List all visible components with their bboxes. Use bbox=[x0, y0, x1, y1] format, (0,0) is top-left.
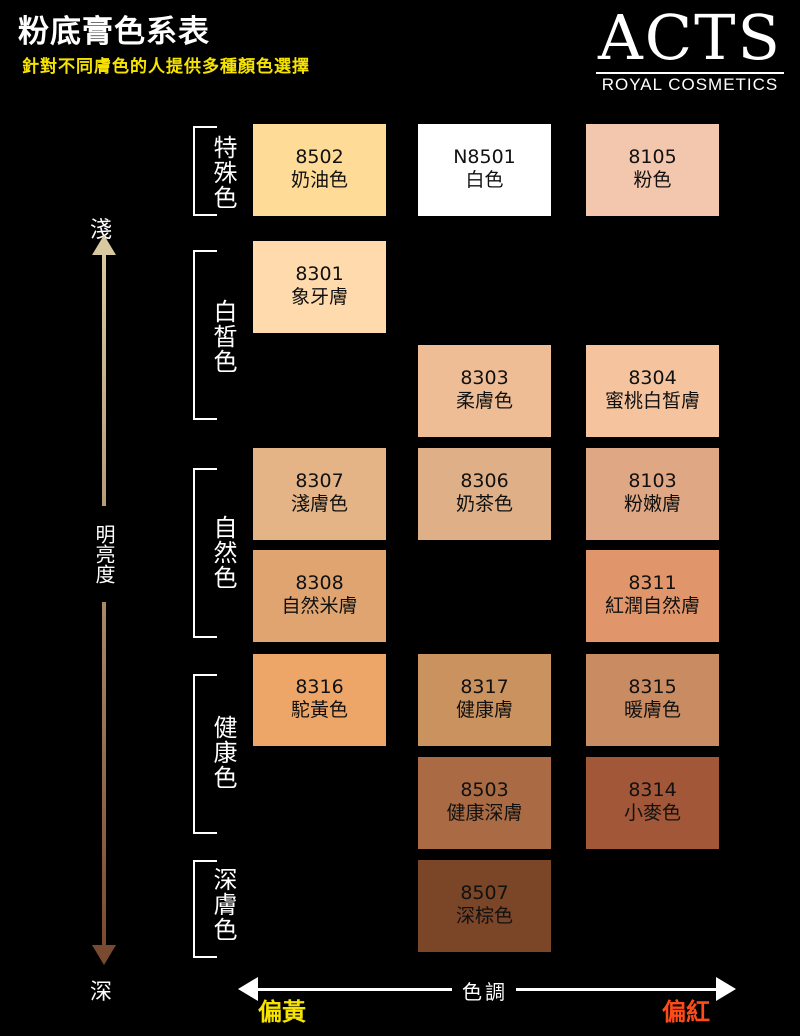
swatch-name: 自然米膚 bbox=[281, 595, 358, 617]
brand-divider bbox=[596, 72, 784, 74]
page-subtitle: 針對不同膚色的人提供多種顏色選擇 bbox=[22, 57, 310, 77]
swatch-name: 健康膚 bbox=[455, 699, 513, 721]
swatch-8306: 8306 奶茶色 bbox=[418, 448, 551, 540]
swatch-name: 淺膚色 bbox=[290, 493, 348, 515]
swatch-code: 8303 bbox=[460, 367, 509, 389]
swatch-name: 小麥色 bbox=[623, 802, 681, 824]
group-label-deep: 深膚色 bbox=[207, 864, 237, 944]
axis-hue-label: 色調 bbox=[462, 980, 508, 1004]
swatch-8304: 8304 蜜桃白皙膚 bbox=[586, 345, 719, 437]
arrow-up-icon bbox=[92, 235, 116, 255]
swatch-code: 8507 bbox=[460, 882, 509, 904]
swatch-code: 8307 bbox=[295, 470, 344, 492]
group-bracket-fair bbox=[193, 250, 217, 420]
swatch-8502: 8502 奶油色 bbox=[253, 124, 386, 216]
group-bracket-special bbox=[193, 126, 217, 216]
group-bracket-deep bbox=[193, 860, 217, 958]
group-label-healthy: 健康色 bbox=[207, 712, 237, 792]
swatch-name: 象牙膚 bbox=[290, 286, 348, 308]
arrow-left-icon bbox=[238, 977, 258, 1001]
swatch-code: 8316 bbox=[295, 676, 344, 698]
arrow-down-icon bbox=[92, 945, 116, 965]
brand-name: ACTS bbox=[597, 1, 783, 74]
swatch-name: 白色 bbox=[465, 169, 504, 191]
group-label-special: 特殊色 bbox=[207, 132, 237, 212]
swatch-code: N8501 bbox=[453, 146, 516, 168]
swatch-code: 8301 bbox=[295, 263, 344, 285]
swatch-code: 8315 bbox=[628, 676, 677, 698]
swatch-code: 8304 bbox=[628, 367, 677, 389]
brand-subtitle: ROYAL COSMETICS bbox=[601, 75, 779, 94]
swatch-8503: 8503 健康深膚 bbox=[418, 757, 551, 849]
swatch-code: 8314 bbox=[628, 779, 677, 801]
axis-brightness-label: 明亮度 bbox=[91, 506, 117, 602]
brand-logo: ACTS ROYAL COSMETICS bbox=[590, 6, 790, 95]
swatch-code: 8503 bbox=[460, 779, 509, 801]
swatch-8303: 8303 柔膚色 bbox=[418, 345, 551, 437]
arrow-right-icon bbox=[716, 977, 736, 1001]
swatch-8307: 8307 淺膚色 bbox=[253, 448, 386, 540]
hue-axis-line-right bbox=[516, 988, 718, 991]
swatch-code: 8317 bbox=[460, 676, 509, 698]
swatch-code: 8502 bbox=[295, 146, 344, 168]
swatch-8105: 8105 粉色 bbox=[586, 124, 719, 216]
group-label-natural: 自然色 bbox=[207, 512, 237, 592]
swatch-code: 8105 bbox=[628, 146, 677, 168]
swatch-name: 奶茶色 bbox=[455, 493, 513, 515]
hue-axis-line-left bbox=[256, 988, 452, 991]
axis-hue-left-label: 偏黃 bbox=[258, 998, 306, 1026]
swatch-code: 8103 bbox=[628, 470, 677, 492]
swatch-8507: 8507 深棕色 bbox=[418, 860, 551, 952]
swatch-name: 健康深膚 bbox=[446, 802, 523, 824]
swatch-8311: 8311 紅潤自然膚 bbox=[586, 550, 719, 642]
group-bracket-healthy bbox=[193, 674, 217, 834]
swatch-name: 駝黃色 bbox=[290, 699, 348, 721]
swatch-name: 蜜桃白皙膚 bbox=[604, 390, 700, 412]
group-bracket-natural bbox=[193, 468, 217, 638]
swatch-name: 粉嫩膚 bbox=[623, 493, 681, 515]
group-label-fair: 白皙色 bbox=[207, 296, 237, 376]
swatch-8316: 8316 駝黃色 bbox=[253, 654, 386, 746]
swatch-name: 深棕色 bbox=[455, 905, 513, 927]
swatch-N8501: N8501 白色 bbox=[418, 124, 551, 216]
swatch-8308: 8308 自然米膚 bbox=[253, 550, 386, 642]
swatch-code: 8311 bbox=[628, 572, 677, 594]
swatch-8301: 8301 象牙膚 bbox=[253, 241, 386, 333]
swatch-name: 柔膚色 bbox=[455, 390, 513, 412]
swatch-code: 8308 bbox=[295, 572, 344, 594]
swatch-8317: 8317 健康膚 bbox=[418, 654, 551, 746]
swatch-name: 粉色 bbox=[633, 169, 672, 191]
swatch-code: 8306 bbox=[460, 470, 509, 492]
swatch-8315: 8315 暖膚色 bbox=[586, 654, 719, 746]
swatch-name: 紅潤自然膚 bbox=[604, 595, 700, 617]
axis-dark-label: 深 bbox=[90, 980, 113, 1005]
page-title: 粉底膏色系表 bbox=[18, 14, 210, 50]
axis-hue-right-label: 偏紅 bbox=[662, 998, 710, 1026]
swatch-8103: 8103 粉嫩膚 bbox=[586, 448, 719, 540]
swatch-name: 奶油色 bbox=[290, 169, 348, 191]
swatch-name: 暖膚色 bbox=[623, 699, 681, 721]
swatch-8314: 8314 小麥色 bbox=[586, 757, 719, 849]
